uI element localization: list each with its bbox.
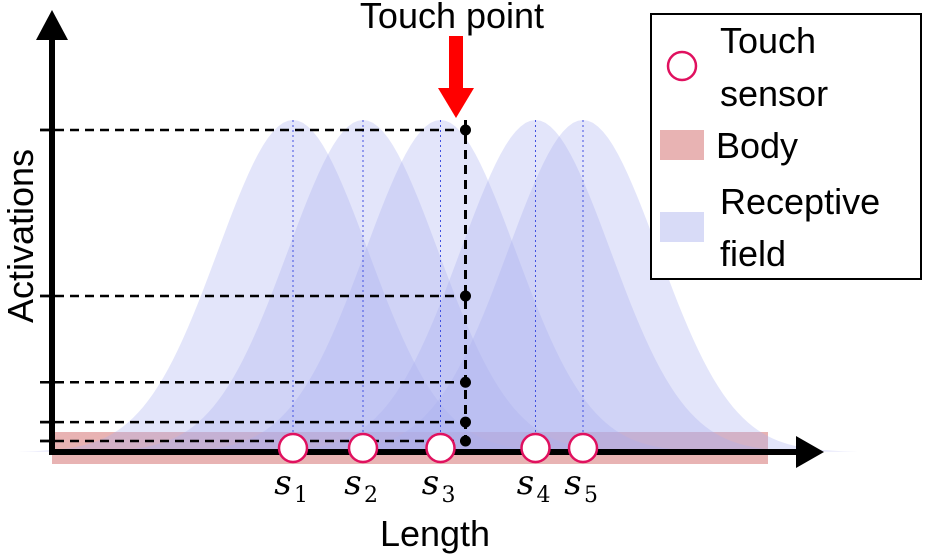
- body-bar: [52, 432, 768, 464]
- legend-touch-sensor-marker: [666, 50, 698, 82]
- sensor-label-5: s: [564, 463, 581, 503]
- activation-points: [460, 124, 471, 447]
- sensor-subscript-5: 5: [584, 483, 598, 508]
- legend: Touch sensor Body Receptive field: [650, 13, 922, 280]
- y-ticks: [40, 128, 52, 443]
- activation-lines: [40, 128, 466, 443]
- activation-point-1: [460, 124, 471, 136]
- touch-sensor-5: [567, 432, 599, 464]
- touch-sensor-2: [347, 432, 379, 464]
- x-axis-label: Length: [380, 513, 490, 554]
- legend-touch-sensor-label-1: Touch: [720, 20, 816, 61]
- touch-sensor-1: [277, 432, 309, 464]
- legend-body-swatch: [660, 130, 704, 160]
- y-axis-label: Activations: [0, 149, 41, 323]
- sensor-label-3: s: [422, 463, 439, 503]
- sensor-subscript-4: 4: [537, 483, 551, 508]
- legend-touch-sensor-label-2: sensor: [720, 73, 828, 114]
- sensor-label-2: s: [344, 463, 361, 503]
- activation-point-2: [460, 290, 471, 302]
- legend-body-label: Body: [716, 125, 798, 166]
- sensor-label-4: s: [517, 463, 534, 503]
- legend-receptive-field-swatch: [660, 212, 704, 242]
- touch-point-arrow: [438, 36, 474, 118]
- legend-receptive-field-label-2: field: [720, 233, 786, 274]
- activation-point-5: [460, 435, 471, 447]
- y-axis-arrow: [36, 10, 68, 40]
- touch-sensor-3: [425, 432, 456, 464]
- touch-sensor-4: [520, 432, 551, 464]
- activation-point-3: [460, 376, 471, 388]
- activation-point-4: [460, 416, 471, 428]
- sensor-label-1: s: [274, 463, 291, 503]
- sensor-center-lines: [292, 120, 584, 452]
- sensor-subscript-1: 1: [294, 483, 308, 508]
- legend-receptive-field-label-1: Receptive: [720, 181, 880, 222]
- sensor-subscript-3: 3: [442, 483, 456, 508]
- sensor-subscript-2: 2: [364, 483, 378, 508]
- title: Touch point: [360, 0, 544, 36]
- x-axis-arrow: [796, 436, 824, 468]
